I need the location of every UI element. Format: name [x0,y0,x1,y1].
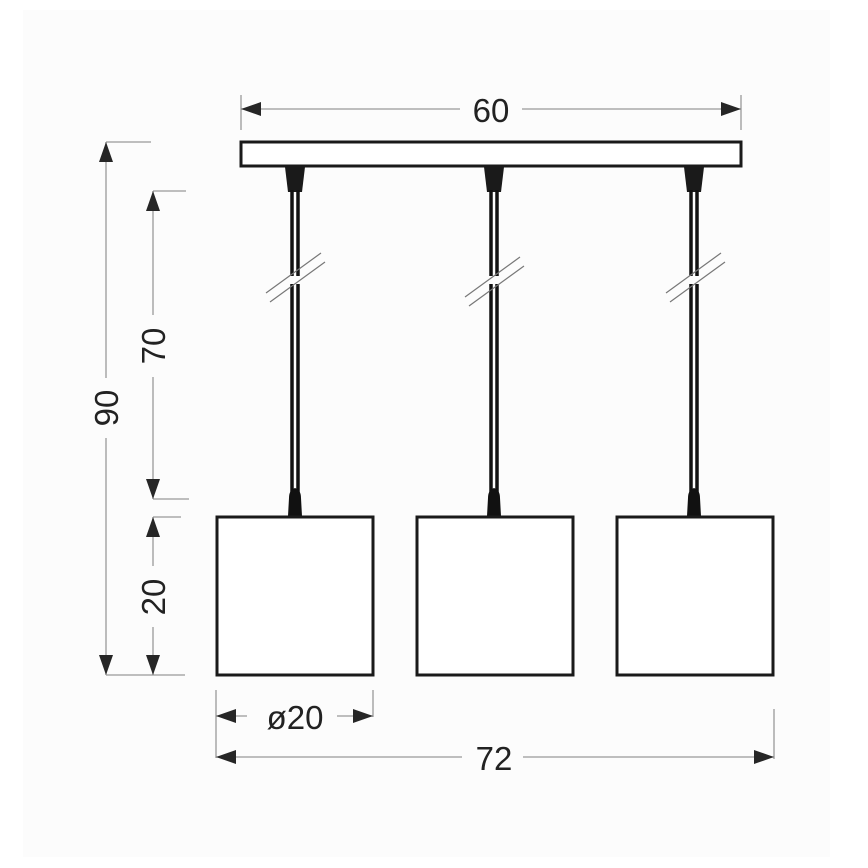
break-mark-icon [468,265,525,307]
dimension-total-width: 72 [216,709,775,777]
lamp-shade [415,515,575,677]
lamp-shade [615,515,775,677]
break-mark-icon [669,261,726,303]
break-gap [286,276,304,284]
cable-grip-top [285,167,305,192]
lamp-shade [215,515,375,677]
dimension-label-90: 90 [88,390,125,427]
dimension-total-height: 90 [88,141,151,675]
cable-grip-bottom [687,488,701,516]
break-gap [685,276,703,284]
dimension-cable-length: 70 [135,190,189,500]
pendant-2 [415,167,575,677]
dimension-label-60: 60 [473,92,510,129]
dimension-label-70: 70 [135,328,172,365]
dimension-label-72: 72 [476,740,513,777]
dimension-shade-height: 20 [106,516,185,676]
break-mark-icon [269,261,326,303]
dimension-label-diameter: ø20 [267,699,324,736]
dimension-shade-diameter: ø20 [215,690,374,758]
cable-grip-bottom [487,488,501,516]
pendant-3 [615,167,775,677]
break-mark-icon [265,252,322,294]
ceiling-canopy-bar [239,140,743,168]
cable-grip-bottom [288,488,302,516]
dimension-label-20: 20 [135,579,172,616]
break-mark-icon [464,256,521,298]
cable-grip-top [684,167,704,192]
dimension-canopy-width: 60 [240,92,742,130]
break-gap [485,276,503,284]
break-mark-icon [665,252,722,294]
cable-grip-top [484,167,504,192]
pendant-1 [215,167,375,677]
